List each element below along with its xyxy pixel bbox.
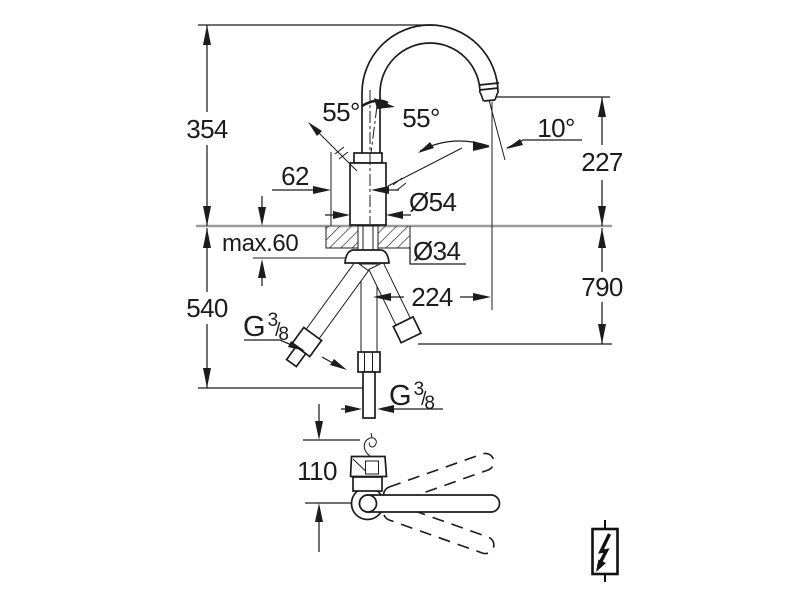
spout-outer-arc [361,24,499,94]
mounting-shank [357,225,379,251]
dim-354-label: 354 [186,114,228,144]
dim-540-label: 540 [186,293,228,323]
break-marks-right [392,177,407,191]
left-hose [285,260,370,368]
dim-max60-label: max.60 [222,230,298,257]
electric-heater-icon [591,520,619,582]
tilted-axis-line [370,105,378,154]
faucet-main-view [330,24,506,310]
escutcheon [344,249,390,264]
dim-790-label: 790 [581,272,623,302]
dim-55deg-right-label: 55° [402,103,440,133]
spout-outlet [478,82,500,102]
lever-pivot [358,494,378,513]
hole-dia-step-line [409,248,466,265]
faucet-body [349,162,387,226]
dim-dia34-label: Ø34 [413,236,460,266]
cartridge-plan [352,476,383,492]
dim-dia54-label: Ø54 [409,187,456,217]
spout-inner-arc [379,42,481,94]
outlet-axis-10deg [488,99,506,161]
center-hose-nut [357,351,381,373]
center-hose-thread-end [362,371,376,419]
break-marks-left [334,146,349,160]
lightning-bolt-icon [596,533,612,567]
handle-down-position [382,502,495,555]
dim-110-label: 110 [297,456,337,486]
supply-hoses [285,260,423,419]
dim-227-label: 227 [581,147,623,177]
handle-up-position [382,452,495,505]
angle-annotations [308,98,582,191]
lever-handle [358,494,501,513]
dim-55deg-left-label: 55° [322,97,360,127]
faucet-plan-view [349,432,501,555]
dim-224-label: 224 [411,282,453,312]
right-hose-nut [392,315,423,344]
dim-62-label: 62 [281,161,309,191]
dim-10deg-label: 10° [537,113,575,143]
dimension-labels: 354 540 62 55° 55° 10° 227 790 Ø54 Ø34 m… [186,97,623,486]
spout-tip-plan [363,432,377,457]
center-hose [357,263,381,419]
spout-collar [353,152,383,164]
dimension-lines [203,25,606,552]
